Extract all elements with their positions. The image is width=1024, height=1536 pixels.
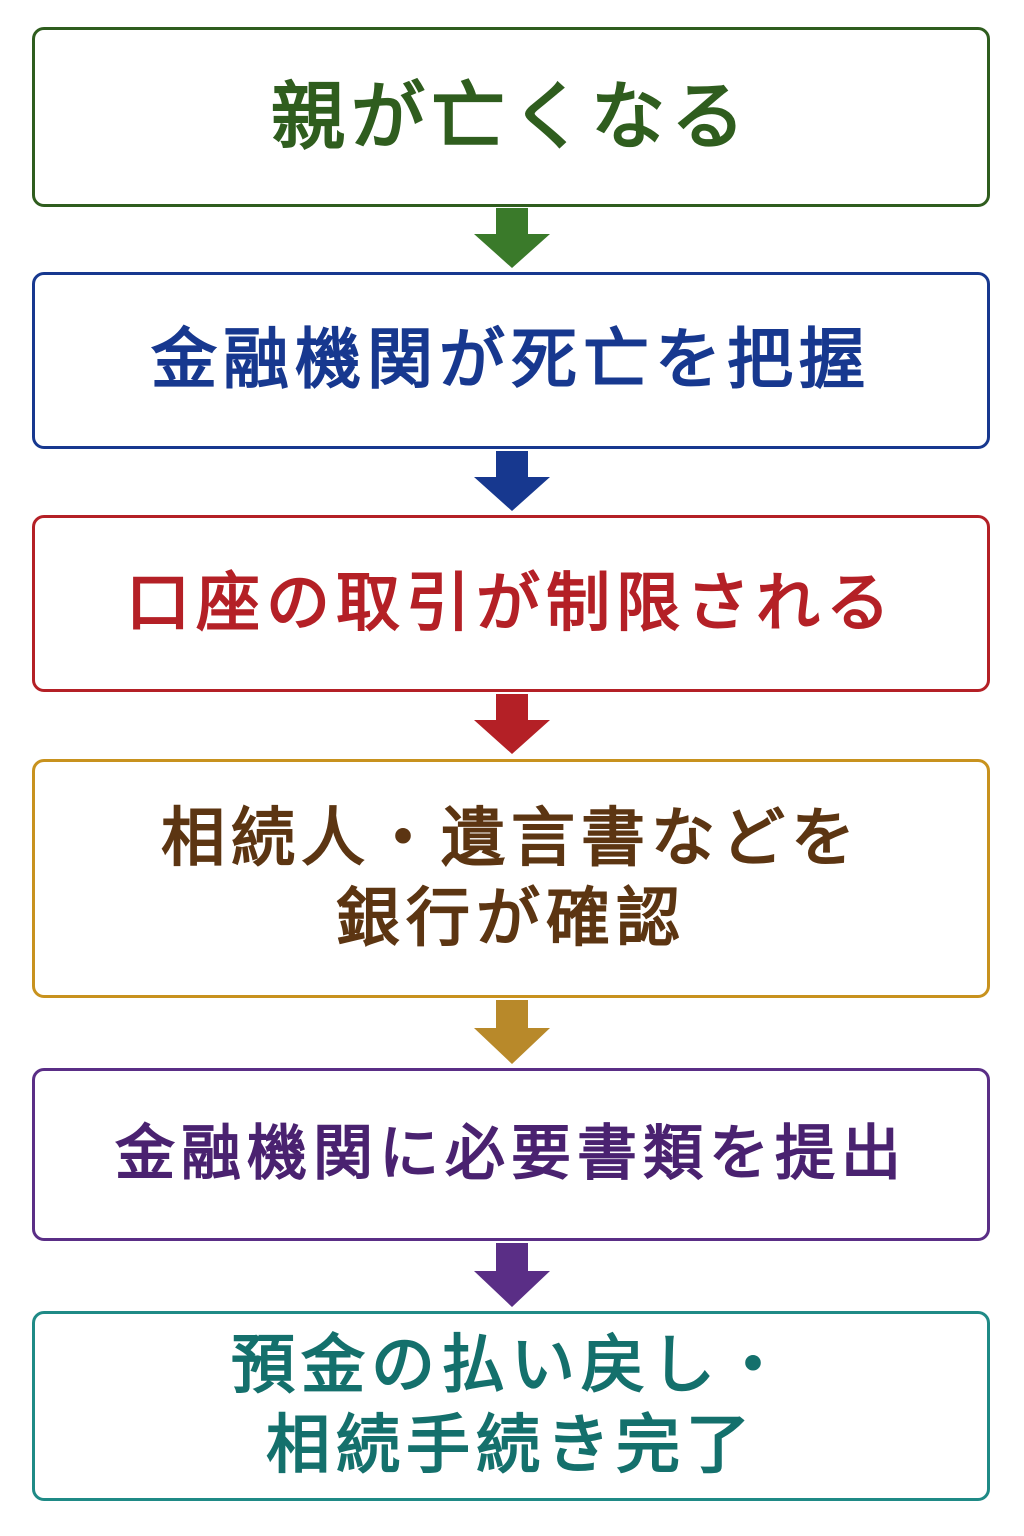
step-6-text-line-1: 預金の払い戻し・ [231,1329,791,1403]
arrow-down-icon [474,1243,550,1307]
step-1-box: 親が亡くなる [32,27,990,207]
arrow-down-icon [474,1000,550,1064]
arrow-down-icon [474,451,550,511]
step-4-text-line-2: 銀行が確認 [336,881,686,956]
step-2-box: 金融機関が死亡を把握 [32,272,990,449]
step-5-box: 金融機関に必要書類を提出 [32,1068,990,1241]
arrow-down-icon [474,694,550,754]
step-4-box: 相続人・遺言書などを 銀行が確認 [32,759,990,998]
arrow-down-icon [474,208,550,268]
step-5-text: 金融機関に必要書類を提出 [115,1119,907,1189]
step-1-text: 親が亡くなる [271,73,751,160]
step-4-text-line-1: 相続人・遺言書などを [161,801,861,876]
step-6-box: 預金の払い戻し・ 相続手続き完了 [32,1311,990,1501]
step-6-text-line-2: 相続手続き完了 [266,1409,756,1483]
step-3-text: 口座の取引が制限される [126,566,896,641]
step-2-text: 金融機関が死亡を把握 [151,321,871,399]
step-3-box: 口座の取引が制限される [32,515,990,692]
